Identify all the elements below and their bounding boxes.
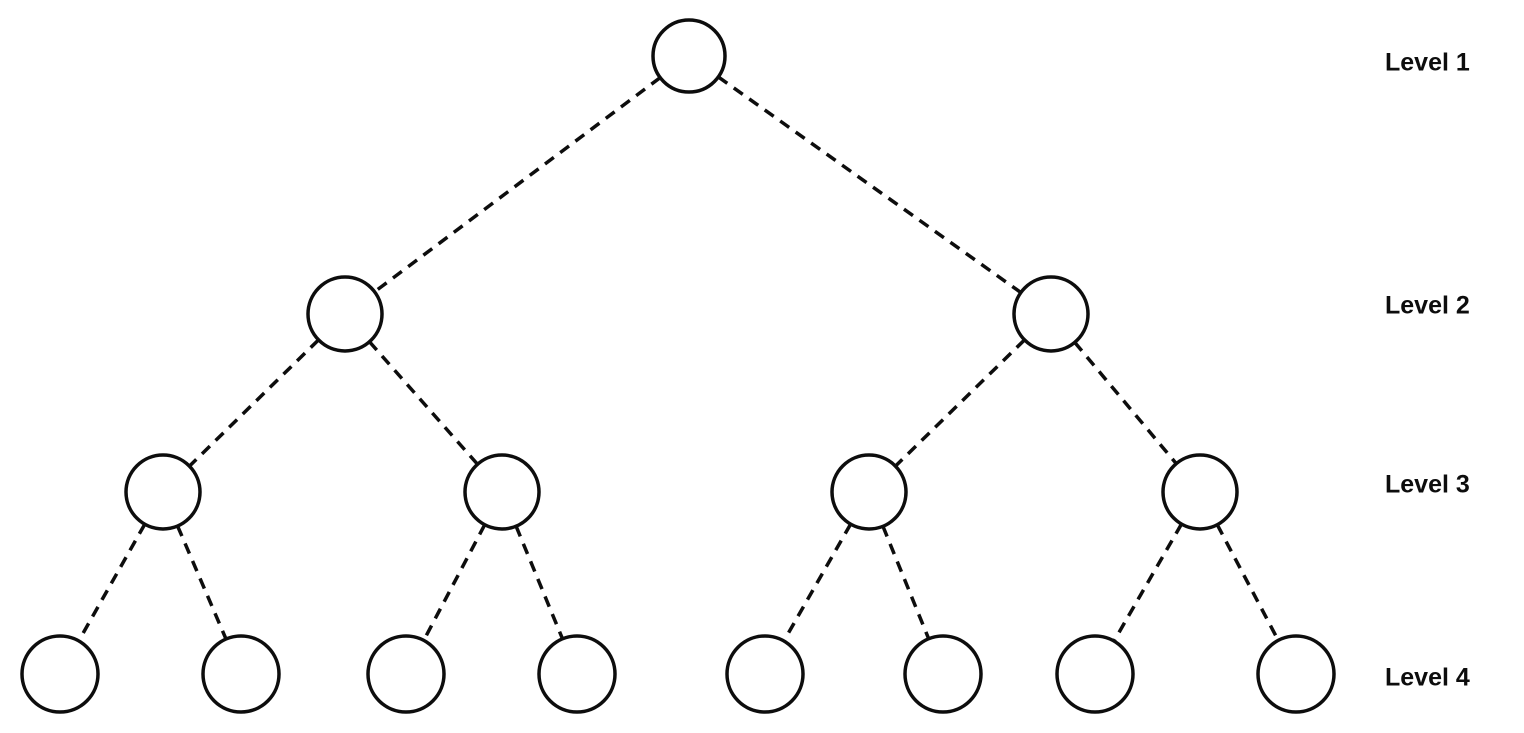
tree-edge xyxy=(1112,523,1184,642)
node-layer xyxy=(20,18,1336,714)
node-circle[interactable] xyxy=(463,453,541,531)
tree-edge xyxy=(514,525,565,640)
node-circle[interactable] xyxy=(366,634,446,714)
node-circle[interactable] xyxy=(124,453,202,531)
tree-node[interactable] xyxy=(20,634,100,714)
level-label-level-1: Level 1 xyxy=(1385,49,1470,77)
tree-edge xyxy=(422,523,487,642)
node-circle[interactable] xyxy=(20,634,100,714)
node-circle[interactable] xyxy=(651,18,727,94)
node-circle[interactable] xyxy=(201,634,281,714)
tree-node[interactable] xyxy=(1055,634,1135,714)
node-circle[interactable] xyxy=(1012,275,1090,353)
tree-edge xyxy=(717,75,1022,294)
tree-node[interactable] xyxy=(1012,275,1090,353)
node-circle[interactable] xyxy=(1256,634,1336,714)
tree-edge xyxy=(373,76,662,294)
tree-node[interactable] xyxy=(537,634,617,714)
tree-node[interactable] xyxy=(366,634,446,714)
node-circle[interactable] xyxy=(830,453,908,531)
edge-layer xyxy=(77,75,1280,642)
tree-node[interactable] xyxy=(725,634,805,714)
tree-node[interactable] xyxy=(463,453,541,531)
tree-node[interactable] xyxy=(1256,634,1336,714)
tree-edge xyxy=(894,338,1026,468)
tree-node[interactable] xyxy=(1161,453,1239,531)
tree-edge xyxy=(1073,341,1178,465)
tree-edge xyxy=(175,525,228,640)
level-label-level-2: Level 2 xyxy=(1385,292,1470,320)
tree-edge xyxy=(782,523,853,642)
tree-edge xyxy=(77,523,147,642)
tree-node[interactable] xyxy=(830,453,908,531)
tree-edge xyxy=(188,338,320,468)
node-circle[interactable] xyxy=(306,275,384,353)
tree-node[interactable] xyxy=(306,275,384,353)
node-circle[interactable] xyxy=(1161,453,1239,531)
tree-node[interactable] xyxy=(124,453,202,531)
level-label-layer: Level 1 Level 2 Level 3 Level 4 xyxy=(1385,49,1470,692)
tree-edge xyxy=(368,340,479,466)
tree-node[interactable] xyxy=(201,634,281,714)
node-circle[interactable] xyxy=(903,634,983,714)
tree-edge xyxy=(1215,523,1280,642)
level-label-level-4: Level 4 xyxy=(1385,664,1470,692)
tree-node[interactable] xyxy=(651,18,727,94)
tree-node[interactable] xyxy=(903,634,983,714)
node-circle[interactable] xyxy=(1055,634,1135,714)
node-circle[interactable] xyxy=(725,634,805,714)
node-circle[interactable] xyxy=(537,634,617,714)
level-label-level-3: Level 3 xyxy=(1385,471,1470,499)
tree-edge xyxy=(881,525,931,640)
